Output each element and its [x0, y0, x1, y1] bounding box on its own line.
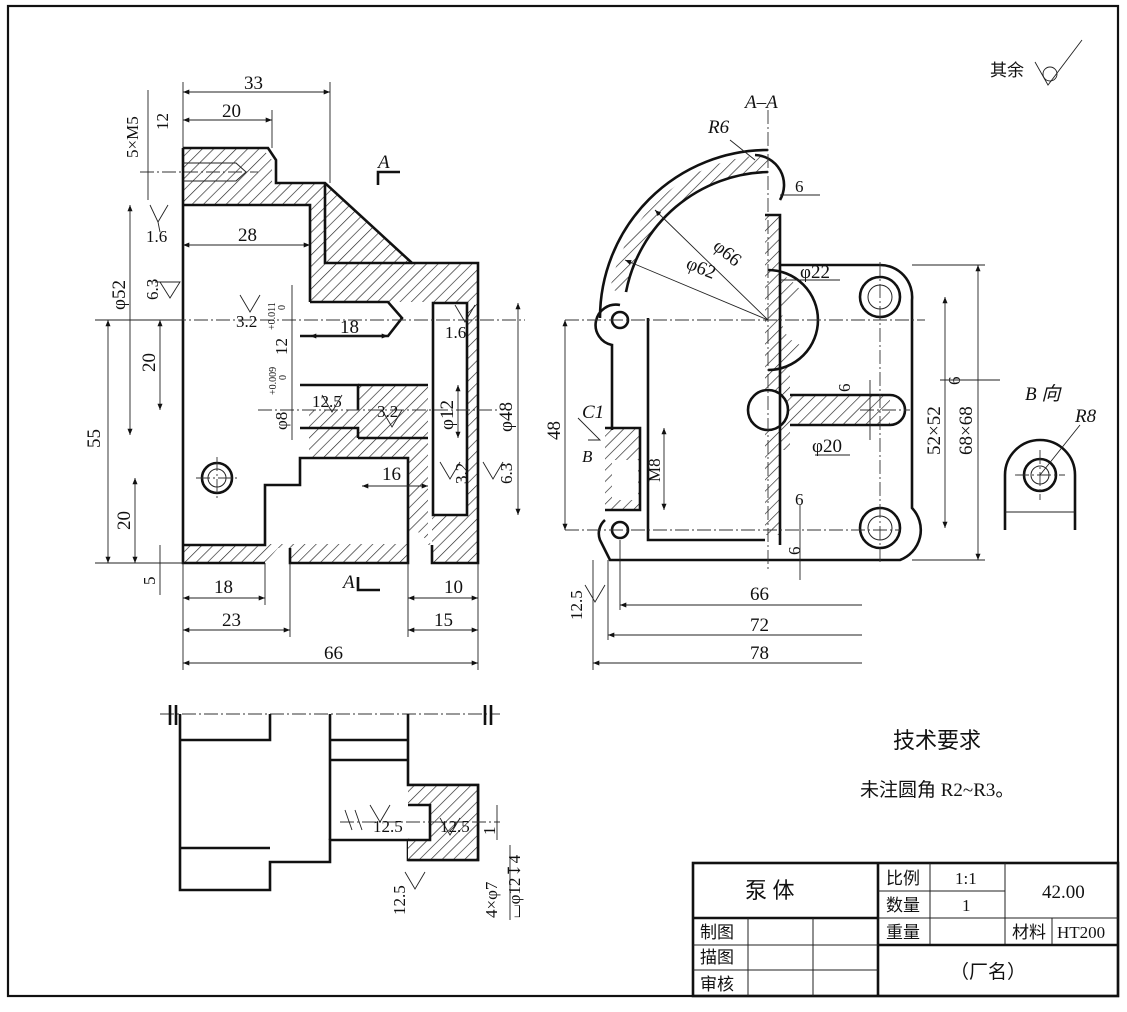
roughness-12-5-a: 12.5 [312, 392, 342, 411]
cut-marker-bottom: A [341, 572, 355, 593]
dim-phi20: φ20 [812, 436, 842, 457]
checked-by-label: 审核 [700, 975, 734, 994]
dim-16: 16 [382, 464, 401, 485]
dim-6-rib: 6 [835, 384, 854, 393]
dim-12: 12 [153, 113, 172, 130]
dim-33: 33 [244, 73, 263, 94]
dim-phi8-lower: 0 [278, 375, 289, 380]
dim-6-lower-b: 6 [785, 547, 804, 556]
dim-18-hole: 18 [340, 317, 359, 338]
technical-requirements: 技术要求 未注圆角 R2~R3。 [860, 728, 1014, 801]
dim-55: 55 [84, 429, 105, 448]
section-title: A–A [743, 92, 778, 113]
traced-by-label: 描图 [700, 948, 734, 967]
dim-r6: R6 [707, 117, 730, 138]
dim-phi48: φ48 [496, 402, 517, 432]
scale-label: 比例 [886, 869, 920, 888]
front-section-view: 33 20 12 5×M5 28 18 20 φ52 55 20 5 12 +0… [84, 73, 525, 670]
dim-20-top: 20 [222, 101, 241, 122]
roughness-12-5-e: 12.5 [390, 885, 409, 915]
view-b-arrow-label: B [582, 447, 593, 466]
thread-callout: 5×M5 [123, 116, 142, 158]
dim-23: 23 [222, 610, 241, 631]
dim-28: 28 [238, 225, 257, 246]
chamfer-c1: C1 [582, 402, 604, 423]
dim-15: 15 [434, 610, 453, 631]
dim-18-base: 18 [214, 577, 233, 598]
dim-48-section: 48 [544, 421, 565, 440]
dim-5: 5 [140, 577, 159, 586]
title-block: 泵 体 比例 1:1 数量 1 重量 材料 HT200 42.00 制图 描图 … [691, 861, 1120, 998]
drawn-by-label: 制图 [700, 923, 734, 942]
part-name: 泵 体 [745, 878, 795, 903]
roughness-1-6-b: 1.6 [445, 323, 466, 342]
material-label: 材料 [1012, 923, 1046, 942]
drawing-number: 42.00 [1042, 882, 1085, 903]
dim-10: 10 [444, 577, 463, 598]
roughness-12-5-d: 12.5 [440, 817, 470, 836]
tech-req-title: 技术要求 [893, 728, 981, 753]
sheet-border [6, 4, 1120, 998]
roughness-12-5-c: 12.5 [373, 817, 403, 836]
dim-phi22: φ22 [800, 262, 830, 283]
dim-6-right: 6 [945, 377, 964, 386]
roughness-6-3-a: 6.3 [143, 279, 162, 300]
dim-72: 72 [750, 615, 769, 636]
quantity-label: 数量 [886, 896, 920, 915]
dim-66-section: 66 [750, 584, 769, 605]
weight-label: 重量 [886, 923, 920, 942]
dim-phi62: φ62 [683, 253, 719, 284]
tech-req-text: 未注圆角 R2~R3。 [860, 779, 1014, 801]
dim-52x52: 52×52 [924, 406, 945, 455]
surface-note-text: 其余 [990, 61, 1024, 80]
dim-phi8: φ8 [272, 412, 291, 430]
view-b-title: B 向 [1025, 384, 1062, 405]
roughness-3-2-a: 3.2 [236, 312, 257, 331]
dim-20-mid: 20 [139, 353, 160, 372]
dim-12-tol: 12 [272, 338, 291, 355]
roughness-6-3-b: 6.3 [497, 463, 516, 484]
dim-1: 1 [480, 827, 499, 836]
roughness-3-2-b: 3.2 [377, 402, 398, 421]
top-view: 12.5 12.5 12.5 1 4×φ7 ⌴φ12↧4 [160, 705, 524, 920]
thread-m8: M8 [645, 458, 664, 482]
dim-6-top: 6 [795, 177, 804, 196]
dim-12-tol-upper: +0.011 [267, 302, 278, 330]
dim-68x68: 68×68 [956, 406, 977, 455]
dim-phi8-upper: +0.009 [268, 367, 279, 395]
company-name: （厂名） [950, 961, 1026, 983]
roughness-1-6-a: 1.6 [146, 227, 167, 246]
quantity-value: 1 [962, 896, 971, 915]
material-value: HT200 [1057, 923, 1105, 942]
dim-66-front: 66 [324, 643, 343, 664]
cut-marker-top: A [376, 152, 390, 173]
roughness-3-2-c: 3.2 [452, 463, 471, 484]
scale-value: 1:1 [955, 869, 977, 888]
section-a-a-view: A–A R6 6 φ66 φ62 φ22 6 6 52×52 68×68 φ20… [544, 92, 1000, 670]
counterbore-callout: ⌴φ12↧4 [505, 854, 524, 918]
surface-finish-note: 其余 [990, 39, 1083, 86]
dim-phi52: φ52 [109, 280, 130, 310]
dim-12-tol-lower: 0 [277, 305, 288, 310]
dim-20-low: 20 [114, 511, 135, 530]
dim-r8: R8 [1074, 406, 1097, 427]
dim-6-lower-a: 6 [795, 490, 804, 509]
holes-callout: 4×φ7 [482, 881, 501, 918]
dim-phi12: φ12 [437, 400, 458, 430]
view-b: B 向 R8 [1003, 384, 1097, 530]
roughness-12-5-b: 12.5 [567, 590, 586, 620]
dim-78: 78 [750, 643, 769, 664]
